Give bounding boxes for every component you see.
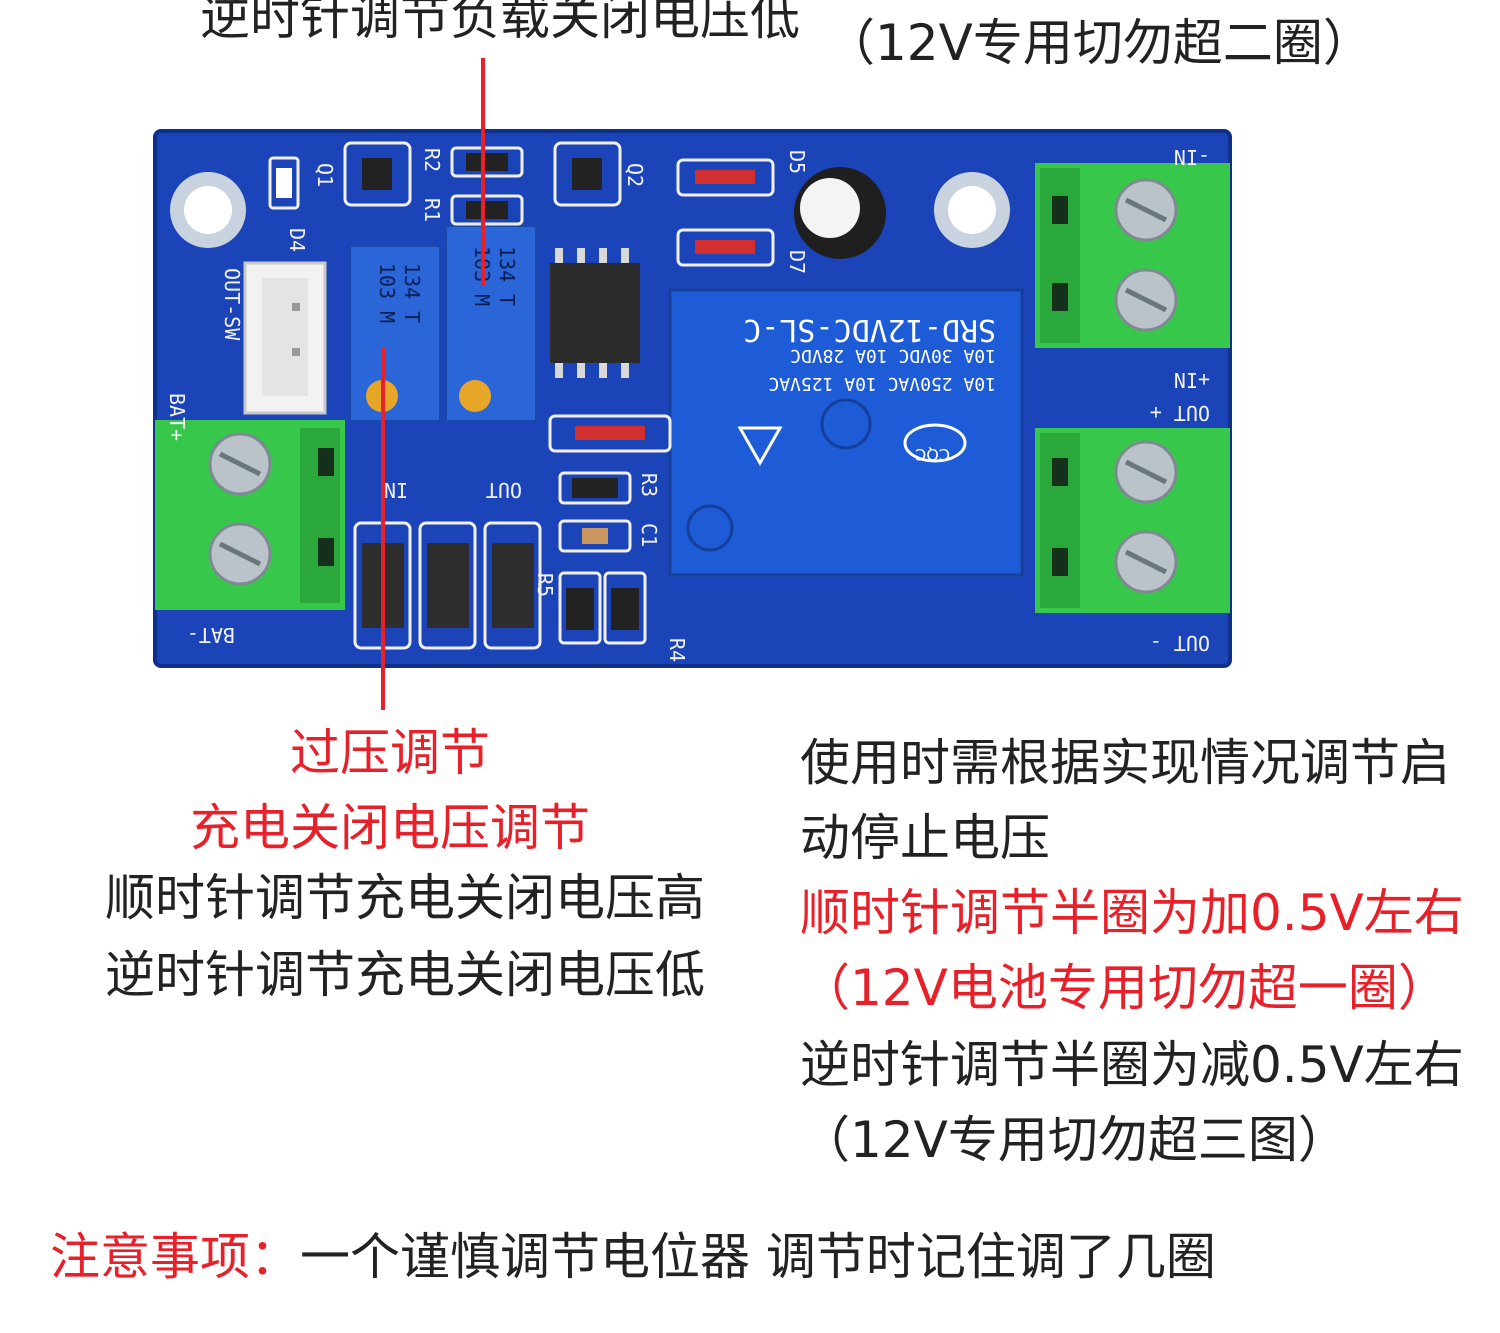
- label-bat-minus: BAT-: [187, 623, 235, 647]
- label-pot-out: OUT: [486, 478, 522, 502]
- label-r3: R3: [637, 473, 661, 497]
- relay-rating1: 10A 250VAC 10A 125VAC: [768, 373, 996, 394]
- notice-label: 注意事项：: [50, 1228, 300, 1286]
- ic-chip: [550, 248, 640, 378]
- relay-rating2: 10A 30VDC 10A 28VDC: [790, 345, 996, 366]
- relay-logo: CQC: [915, 445, 950, 464]
- battery-warning-note: （12V电池专用切勿超一圈）: [800, 959, 1448, 1017]
- notice-text: 一个谨慎调节电位器 调节时记住调了几圈: [300, 1228, 1216, 1286]
- diode-d5-b: [676, 228, 775, 267]
- usage-note-line1: 使用时需根据实现情况调节启: [800, 734, 1450, 792]
- label-d4: D4: [285, 228, 309, 252]
- label-d5: D5: [785, 150, 809, 174]
- charge-off-title: 充电关闭电压调节: [190, 799, 590, 857]
- label-r2: R2: [420, 148, 444, 172]
- label-r1: R1: [420, 198, 444, 222]
- counterclockwise-half-turn-note: 逆时针调节半圈为减0.5V左右: [800, 1036, 1464, 1094]
- pot-right-code1: 134 T: [495, 246, 519, 306]
- potentiometer-right: 134 T 103 M: [445, 225, 537, 422]
- clockwise-half-turn-note: 顺时针调节半圈为加0.5V左右: [800, 884, 1464, 942]
- diode-m7-3: [483, 521, 542, 650]
- relay-model: SRD-12VDC-SL-C: [743, 312, 996, 347]
- top-left-annotation: 逆时针调节负载关闭电压低: [200, 0, 800, 46]
- turn-limit-note: （12V专用切勿超三图）: [800, 1111, 1348, 1169]
- label-r4: R4: [665, 638, 689, 662]
- label-bat-plus: BAT+: [165, 393, 189, 441]
- pointer-line-upper: [481, 58, 485, 286]
- transistor-q2: [553, 141, 622, 207]
- usage-note-line2: 动停止电压: [800, 809, 1050, 867]
- resistor-r4: [603, 571, 647, 645]
- diode-d5-a: [676, 158, 775, 197]
- capacitor: [794, 167, 886, 259]
- out-sw-connector: [243, 261, 327, 415]
- label-d7: D7: [785, 250, 809, 274]
- transistor-q1: [343, 141, 412, 207]
- top-right-annotation: （12V专用切勿超二圈）: [825, 14, 1373, 72]
- resistor-r2: [450, 146, 524, 178]
- resistor-r3: [558, 471, 632, 505]
- mount-hole-left: [170, 172, 246, 248]
- label-in-plus: +IN: [1174, 368, 1210, 392]
- diode-d6: [548, 414, 672, 453]
- resistor-r1: [450, 194, 524, 226]
- relay-board-image: 134 T 103 M 134 T 103 M SRD-12VDC-SL-C 1…: [153, 129, 1232, 668]
- label-c1: C1: [637, 523, 661, 547]
- clockwise-note: 顺时针调节充电关闭电压高: [105, 869, 705, 927]
- relay: SRD-12VDC-SL-C 10A 30VDC 10A 28VDC 10A 2…: [668, 288, 1024, 577]
- capacitor-c1: [558, 519, 632, 553]
- label-r5: R5: [533, 573, 557, 597]
- label-out-sw: OUT-SW: [220, 268, 244, 341]
- counterclockwise-note: 逆时针调节充电关闭电压低: [105, 946, 705, 1004]
- diode-m7-2: [418, 521, 477, 650]
- label-q1: Q1: [313, 163, 337, 187]
- mount-hole-right: [934, 172, 1010, 248]
- resistor-r5: [558, 571, 602, 645]
- label-q2: Q2: [623, 163, 647, 187]
- pot-left-code1: 134 T: [400, 263, 424, 323]
- in-terminal: [1035, 163, 1230, 348]
- led-d4: [268, 156, 300, 210]
- label-in-minus: -IN: [1174, 145, 1210, 169]
- label-out-plus: OUT +: [1150, 401, 1210, 425]
- out-terminal: [1035, 428, 1230, 613]
- pot-left-code2: 103 M: [375, 263, 399, 323]
- label-pot-in: IN: [384, 478, 408, 502]
- label-out-minus: OUT -: [1150, 631, 1210, 655]
- overvoltage-title: 过压调节: [290, 724, 490, 782]
- bat-terminal: [155, 420, 345, 610]
- notice: 注意事项：一个谨慎调节电位器 调节时记住调了几圈: [50, 1232, 1216, 1282]
- potentiometer-left: 134 T 103 M: [349, 245, 441, 422]
- pointer-line-lower: [381, 348, 385, 710]
